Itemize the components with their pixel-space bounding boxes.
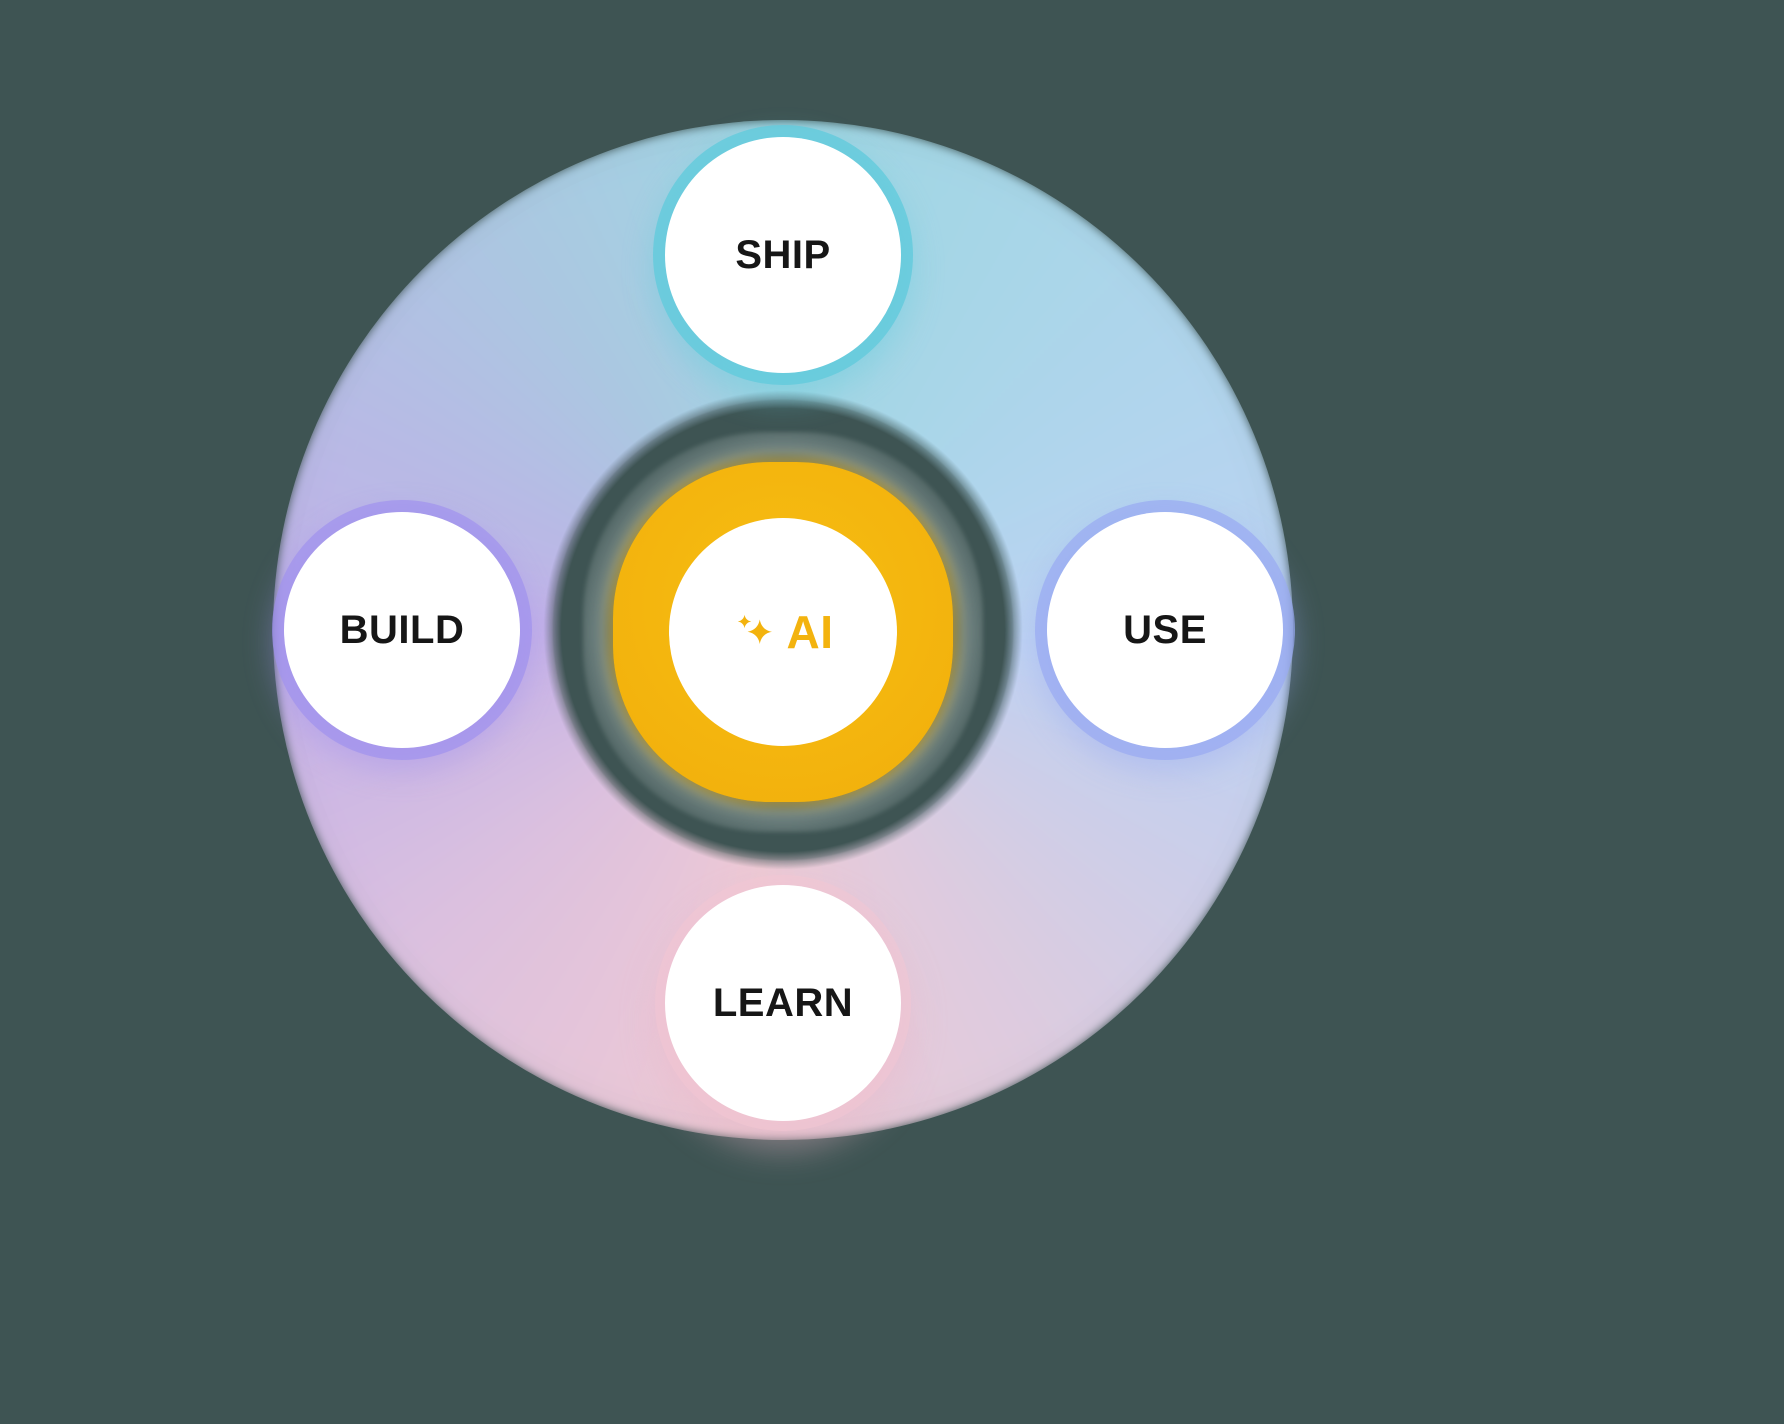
node-ship: SHIP <box>665 137 901 373</box>
node-learn-label: LEARN <box>712 980 854 1025</box>
node-use: USE <box>1047 512 1283 748</box>
center-ai-inner-circle: AI <box>669 518 897 746</box>
ai-label: AI <box>786 606 834 658</box>
node-build: BUILD <box>284 512 520 748</box>
node-use-label: USE <box>1123 607 1207 652</box>
center-ai-node: AI <box>613 462 953 802</box>
node-build-label: BUILD <box>339 607 465 652</box>
node-learn: LEARN <box>665 885 901 1121</box>
sparkle-icon <box>737 614 772 644</box>
node-ship-label: SHIP <box>735 232 831 277</box>
